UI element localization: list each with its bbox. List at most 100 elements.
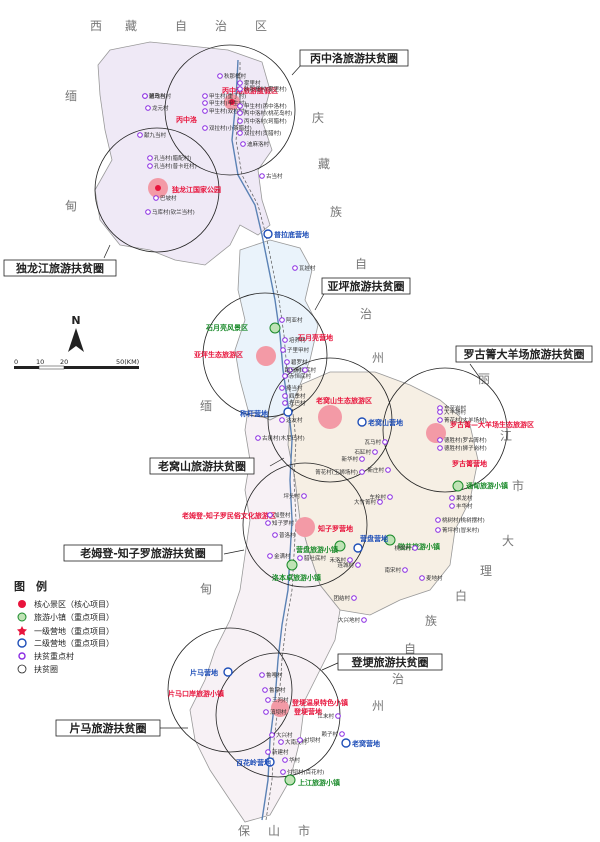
region-char: 庆 <box>312 111 324 125</box>
site-label: 营盘营地 <box>360 534 388 543</box>
village-marker <box>267 553 273 559</box>
village-label: 大羊场村 <box>444 408 467 416</box>
legend-camp1-icon <box>17 626 27 636</box>
scale-tick: 10 <box>36 358 44 366</box>
scale-tick: 50(KM) <box>116 358 139 366</box>
village-label: 团结村 <box>333 594 350 602</box>
region-char: 保 <box>238 824 250 838</box>
site-label: 罗古箐营地 <box>452 459 487 468</box>
region-char: 治 <box>392 672 404 686</box>
village-marker <box>269 732 275 738</box>
village-marker <box>347 557 353 563</box>
legend-camp2-icon <box>17 638 27 648</box>
village-marker <box>145 105 151 111</box>
village-marker <box>279 385 285 391</box>
village-label: 碧罗村 <box>291 358 308 366</box>
site-label: 称杆营地 <box>240 409 268 418</box>
village-label: 知子罗村 <box>272 519 295 527</box>
village-label: 德胜村(罗古箐村) <box>444 436 487 444</box>
village-marker <box>282 393 288 399</box>
legend-label: 一级营地（重点项目） <box>34 626 114 636</box>
title-laowoshan: 老窝山旅游扶贫圈 <box>149 457 285 475</box>
legend-village-icon <box>18 652 26 660</box>
village-layer: 迪政当村龙元村献九当村孔当村(腊配村)孔当村(普卡旺村)巴坡村马库村(钦兰当村)… <box>137 72 487 776</box>
village-marker <box>280 347 286 353</box>
region-char: 藏 <box>318 157 330 171</box>
town-marker <box>269 322 281 334</box>
village-marker <box>282 373 288 379</box>
village-marker <box>255 435 261 441</box>
village-marker <box>435 517 441 523</box>
village-label: 孔当村(普卡旺村) <box>154 162 197 170</box>
village-marker <box>137 132 143 138</box>
nujiang-river <box>231 59 293 821</box>
village-label: 付坝村 <box>304 736 321 744</box>
core-site-dot <box>229 99 235 105</box>
region-char: 山 <box>268 824 280 838</box>
village-label: 大兴地村 <box>338 616 361 624</box>
village-marker <box>335 713 341 719</box>
village-marker <box>372 449 378 455</box>
region-char: 市 <box>298 823 310 838</box>
circle-luoguqing <box>382 367 508 493</box>
village-label: 赤恒底村 <box>289 372 312 380</box>
region-char: 族 <box>425 614 437 628</box>
village-marker <box>202 93 208 99</box>
village-marker <box>262 687 268 693</box>
village-marker <box>279 417 285 423</box>
site-label: 普拉底营地 <box>274 230 309 239</box>
village-label: 滇坝村 <box>270 708 287 716</box>
legend-label: 扶贫重点村 <box>34 651 74 661</box>
village-marker <box>267 512 273 518</box>
site-label: 丙中洛 <box>176 115 198 124</box>
region-char: 族 <box>330 205 342 219</box>
village-marker <box>297 737 303 743</box>
core-site-halo <box>295 517 315 537</box>
camp-marker <box>223 667 233 677</box>
village-marker <box>402 567 408 573</box>
village-label: 鲁掌村 <box>269 686 286 694</box>
site-label: 石月亮风景区 <box>205 323 248 332</box>
title-laomudeng: 老姆登-知子罗旅游扶贫圈 <box>63 544 245 562</box>
camp-marker <box>283 407 293 417</box>
site-label: 罗古箐—大羊场生态旅游区 <box>450 420 534 429</box>
village-label: 鲁嘎村 <box>266 671 283 679</box>
circle-title: 丙中洛旅游扶贫圈 <box>310 51 398 65</box>
village-label: 丙中洛村(桃花岛村) <box>244 109 292 117</box>
legend-town-icon <box>17 612 27 622</box>
region-char: 大 <box>502 534 514 548</box>
camp-markers <box>223 229 367 767</box>
lushui-county <box>189 409 341 823</box>
village-label: 双拉村(贡腊村) <box>244 129 281 137</box>
village-marker <box>412 545 418 551</box>
region-char: 区 <box>255 19 267 33</box>
village-label: 丰华村 <box>456 502 473 510</box>
region-char: 治 <box>360 307 372 321</box>
village-marker <box>437 417 443 423</box>
village-label: 瓦娃村 <box>299 264 316 272</box>
village-marker <box>279 317 285 323</box>
village-label: 古泉村(木尼玛村) <box>262 434 305 442</box>
village-marker <box>302 367 308 373</box>
village-label: 麦地村 <box>426 574 443 582</box>
circle-yaping <box>202 292 328 418</box>
core-site-halo <box>318 405 342 429</box>
circle-title: 亚坪旅游扶贫圈 <box>328 279 405 293</box>
village-label: 瓦马村 <box>364 438 381 446</box>
region-char: 缅 <box>200 399 212 413</box>
village-marker <box>284 359 290 365</box>
site-label: 丙中洛旅游度假区 <box>222 86 278 95</box>
village-marker <box>387 494 393 500</box>
village-marker <box>282 400 288 406</box>
village-marker <box>361 617 367 623</box>
site-label: 亚坪生态旅游区 <box>194 350 243 359</box>
region-label-diqing: 庆 藏 族 自 治 州 <box>312 111 384 365</box>
region-label-myanmar-south: 缅 甸 <box>200 399 212 596</box>
legend: 图 例 核心景区（核心项目） 旅游小镇（重点项目） 一级营地（重点项目） 二级营… <box>14 579 114 674</box>
village-label: 菁花村(大羊场村) <box>444 416 487 424</box>
road <box>235 62 297 821</box>
scale-tick: 20 <box>60 358 68 366</box>
village-marker <box>237 130 243 136</box>
region-char: 自 <box>355 257 367 271</box>
village-marker <box>237 118 243 124</box>
